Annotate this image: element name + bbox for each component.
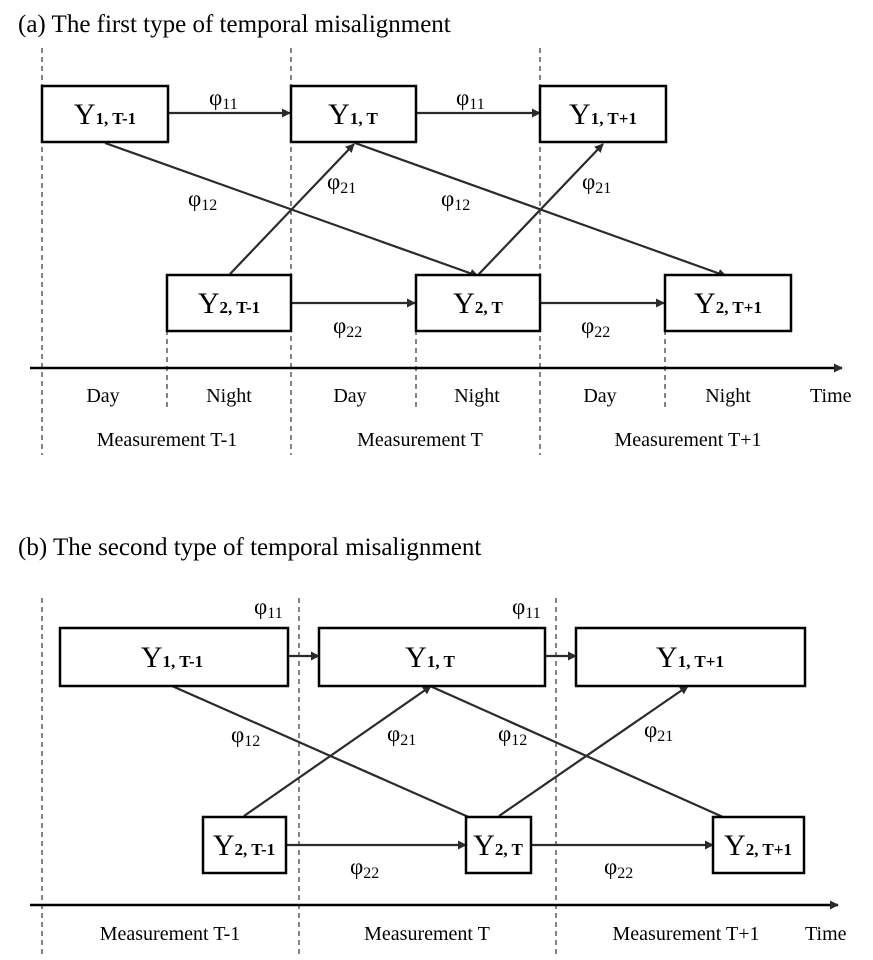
coef-phi12-label: φ12 [441, 186, 470, 214]
svg-text:Y2, T+1: Y2, T+1 [724, 829, 792, 862]
svg-text:Y2, T+1: Y2, T+1 [694, 287, 762, 320]
measurement-label: Measurement T+1 [613, 923, 760, 945]
node-y2-t-1: Y2, T-1 [201, 815, 288, 875]
arrow-phi21 [478, 143, 604, 275]
measurement-label: Measurement T [364, 923, 490, 945]
measurement-label: Measurement T+1 [615, 429, 762, 451]
svg-text:Y2, T-1: Y2, T-1 [198, 287, 260, 320]
svg-text:Y2, T: Y2, T [453, 287, 503, 320]
period-label: Day [583, 385, 616, 407]
panel-b: (b) The second type of temporal misalign… [18, 534, 847, 955]
time-axis-label: Time [805, 923, 847, 945]
arrow-phi12 [171, 684, 499, 832]
node-y2-t+1: Y2, T+1 [711, 815, 806, 875]
svg-text:Y1, T: Y1, T [328, 98, 378, 131]
svg-text:Y2, T: Y2, T [473, 829, 523, 862]
node-y1-t+1: Y1, T+1 [538, 84, 668, 144]
coef-phi11-label: φ11 [254, 594, 283, 622]
coef-phi22-label: φ22 [604, 854, 633, 882]
period-label: Night [206, 385, 252, 407]
period-label: Day [333, 385, 366, 407]
coef-phi21-label: φ21 [327, 169, 356, 197]
measurement-label: Measurement T-1 [100, 923, 241, 945]
coef-phi12-label: φ12 [188, 186, 217, 214]
node-y2-t+1: Y2, T+1 [663, 273, 793, 333]
panel-a: (a) The first type of temporal misalignm… [18, 11, 852, 455]
svg-text:Y1, T-1: Y1, T-1 [141, 641, 203, 674]
panel-a-title: (a) The first type of temporal misalignm… [18, 11, 451, 38]
coef-phi21-label: φ21 [387, 721, 416, 749]
panel-b-title: (b) The second type of temporal misalign… [18, 534, 481, 561]
measurement-label: Measurement T-1 [97, 429, 238, 451]
svg-text:Y1, T+1: Y1, T+1 [656, 641, 724, 674]
node-y1-t-1: Y1, T-1 [58, 626, 290, 688]
period-label: Night [454, 385, 500, 407]
node-y1-t: Y1, T [289, 84, 418, 144]
arrow-phi12 [429, 684, 753, 832]
coef-phi12-label: φ12 [231, 722, 260, 750]
node-y1-t+1: Y1, T+1 [574, 626, 807, 688]
time-axis-label: Time [810, 385, 852, 407]
arrow-phi21 [229, 143, 355, 275]
coef-phi11-label: φ11 [209, 85, 238, 113]
svg-text:Y1, T+1: Y1, T+1 [569, 98, 637, 131]
coef-phi22-label: φ22 [333, 313, 362, 341]
node-y2-t: Y2, T [414, 273, 542, 333]
node-y1-t: Y1, T [317, 626, 547, 688]
svg-text:Y2, T-1: Y2, T-1 [213, 829, 275, 862]
svg-text:Y1, T-1: Y1, T-1 [74, 98, 136, 131]
coef-phi21-label: φ21 [582, 169, 611, 197]
coef-phi22-label: φ22 [350, 854, 379, 882]
arrow-phi21 [498, 685, 689, 817]
period-label: Day [86, 385, 119, 407]
measurement-label: Measurement T [357, 429, 483, 451]
arrow-phi21 [243, 685, 432, 817]
coef-phi11-label: φ11 [456, 85, 485, 113]
period-label: Night [705, 385, 751, 407]
coef-phi21-label: φ21 [644, 717, 673, 745]
coef-phi11-label: φ11 [512, 594, 541, 622]
coef-phi12-label: φ12 [498, 721, 527, 749]
node-y1-t-1: Y1, T-1 [40, 84, 170, 144]
node-y2-t-1: Y2, T-1 [165, 273, 293, 333]
svg-text:Y1, T: Y1, T [405, 641, 455, 674]
node-y2-t: Y2, T [464, 815, 533, 875]
coef-phi22-label: φ22 [581, 313, 610, 341]
